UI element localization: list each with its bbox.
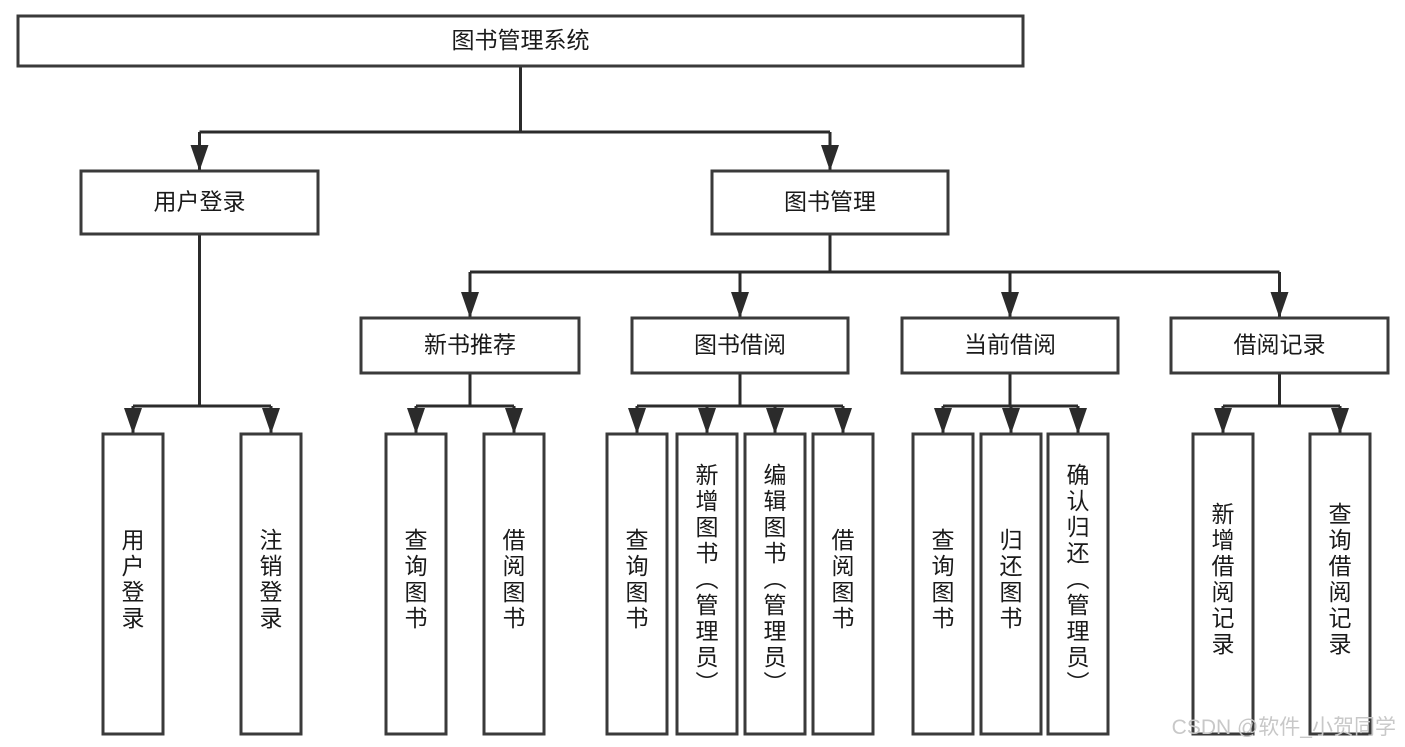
level3-node-0[interactable]: 新书推荐 [359,316,581,375]
connector-arrowhead [124,408,142,434]
level3-node-label: 图书借阅 [694,332,786,358]
level2-node-label: 图书管理 [784,189,876,215]
leaf-node-label: 查询图书 [932,527,955,631]
level2-node-0[interactable]: 用户登录 [79,169,320,236]
level2-node-1[interactable]: 图书管理 [710,169,950,236]
leaf-node-label: 注销登录 [260,527,283,631]
leaf-node-label: 新增借阅记录 [1212,501,1235,657]
leaf-node-box[interactable] [101,432,165,736]
leaf-node-box[interactable] [979,432,1043,736]
leaf-node-label: 新增图书︵管理员︶ [696,462,719,696]
leaf-node-box[interactable] [482,432,546,736]
level3-node-label: 借阅记录 [1234,332,1326,358]
connector-arrowhead [505,408,523,434]
leaf-node-label: 查询图书 [626,527,649,631]
leaf-node-label: 编辑图书︵管理员︶ [764,462,787,696]
csdn-watermark: CSDN @软件_小贺同学 [1172,716,1396,739]
connector-arrowhead [1214,408,1232,434]
connector-arrowhead [934,408,952,434]
leaf-node-9[interactable]: 归还图书 [979,432,1043,736]
level3-node-1[interactable]: 图书借阅 [630,316,850,375]
root-node-label: 图书管理系统 [452,27,590,53]
connector-arrowhead [262,408,280,434]
level3-node-label: 当前借阅 [964,332,1056,358]
connector-arrowhead [1002,408,1020,434]
connector-arrowhead [698,408,716,434]
connector-arrowhead [821,145,839,171]
leaf-node-label: 借阅图书 [832,527,855,631]
level3-node-box[interactable] [359,316,581,375]
leaf-node-label: 确认归还︵管理员︶ [1067,462,1090,696]
leaf-node-0[interactable]: 用户登录 [101,432,165,736]
connector-arrowhead [190,145,209,171]
leaf-node-2[interactable]: 查询图书 [384,432,448,736]
level3-node-box[interactable] [630,316,850,375]
leaf-node-3[interactable]: 借阅图书 [482,432,546,736]
connector-arrowhead [1270,292,1289,318]
level3-node-2[interactable]: 当前借阅 [900,316,1120,375]
leaf-node-label: 用户登录 [122,527,145,631]
connector-arrowhead [834,408,852,434]
leaf-node-box[interactable] [743,432,807,736]
leaf-node-box[interactable] [1191,432,1255,736]
leaf-node-7[interactable]: 借阅图书 [811,432,875,736]
leaf-node-box[interactable] [239,432,303,736]
leaf-node-box[interactable] [1308,432,1372,736]
level2-node-box[interactable] [710,169,950,236]
connector-arrowhead [731,292,749,318]
leaf-node-label: 查询借阅记录 [1329,501,1352,657]
connector-arrowhead [628,408,646,434]
leaf-node-5[interactable]: 新增图书︵管理员︶ [675,432,739,736]
level3-node-label: 新书推荐 [424,332,516,358]
connector-arrowhead [407,408,425,434]
node-layer: 图书管理系统用户登录图书管理新书推荐图书借阅当前借阅借阅记录用户登录注销登录查询… [16,14,1390,736]
root-node-box[interactable] [16,14,1025,68]
leaf-node-12[interactable]: 查询借阅记录 [1308,432,1372,736]
leaf-node-box[interactable] [605,432,669,736]
connector-arrowhead [766,408,784,434]
leaf-node-6[interactable]: 编辑图书︵管理员︶ [743,432,807,736]
level3-node-box[interactable] [1169,316,1390,375]
leaf-node-11[interactable]: 新增借阅记录 [1191,432,1255,736]
leaf-node-4[interactable]: 查询图书 [605,432,669,736]
connector-layer [124,66,1349,434]
leaf-node-1[interactable]: 注销登录 [239,432,303,736]
leaf-node-label: 归还图书 [1000,527,1023,631]
level2-node-label: 用户登录 [154,189,246,215]
root-node-0[interactable]: 图书管理系统 [16,14,1025,68]
connector-arrowhead [1001,292,1019,318]
leaf-node-label: 查询图书 [405,527,428,631]
leaf-node-box[interactable] [1046,432,1110,736]
leaf-node-8[interactable]: 查询图书 [911,432,975,736]
level2-node-box[interactable] [79,169,320,236]
connector-arrowhead [1331,408,1349,434]
connector-arrowhead [461,292,479,318]
leaf-node-box[interactable] [811,432,875,736]
leaf-node-box[interactable] [675,432,739,736]
leaf-node-box[interactable] [384,432,448,736]
connector-arrowhead [1069,408,1087,434]
level3-node-box[interactable] [900,316,1120,375]
leaf-node-label: 借阅图书 [503,527,526,631]
leaf-node-10[interactable]: 确认归还︵管理员︶ [1046,432,1110,736]
level3-node-3[interactable]: 借阅记录 [1169,316,1390,375]
leaf-node-box[interactable] [911,432,975,736]
